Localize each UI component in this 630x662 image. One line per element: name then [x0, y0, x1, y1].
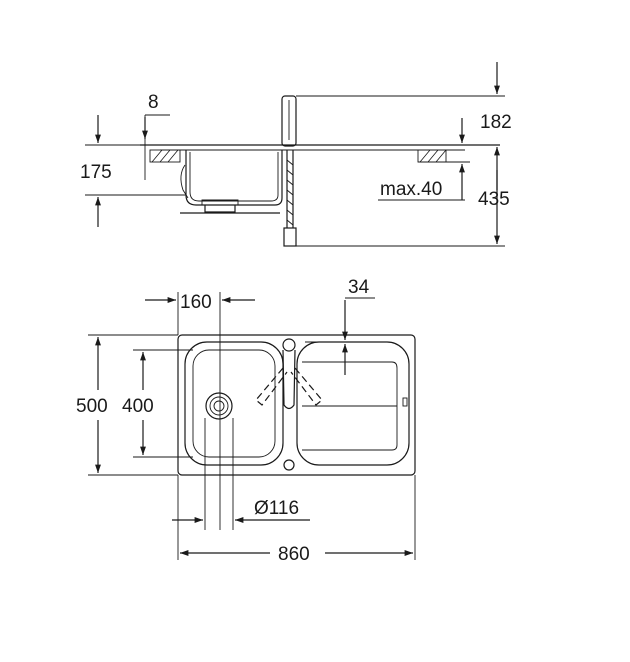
waste-outlet — [204, 205, 236, 213]
dim-435: 435 — [296, 170, 510, 247]
worktop-right-hatch — [417, 149, 447, 163]
dim-116: Ø116 — [172, 418, 310, 530]
label-160: 160 — [180, 292, 212, 313]
label-435: 435 — [478, 189, 510, 210]
label-max40: max.40 — [380, 179, 442, 200]
label-175: 175 — [80, 162, 112, 183]
left-bowl — [184, 341, 284, 466]
top-view: 160 34 500 400 — [76, 277, 416, 565]
dim-500: 500 — [76, 334, 178, 476]
dim-34: 34 — [305, 277, 375, 375]
worktop-left-hatch — [149, 149, 181, 163]
label-34: 34 — [348, 277, 370, 298]
dim-400: 400 — [122, 349, 193, 458]
right-drainer — [296, 341, 410, 466]
side-view: 8 175 182 max.40 435 — [80, 62, 512, 247]
label-182: 182 — [480, 112, 512, 133]
label-400: 400 — [122, 396, 154, 417]
bowl-profile — [185, 150, 283, 206]
label-116: Ø116 — [254, 498, 299, 519]
label-8: 8 — [148, 92, 159, 113]
faucet-side — [281, 95, 297, 247]
faucet-top — [282, 338, 296, 471]
dim-182: 182 — [296, 62, 512, 190]
drain-icon — [205, 392, 233, 420]
faucet-swing-right — [290, 367, 323, 406]
label-500: 500 — [76, 396, 108, 417]
faucet-swing-left — [255, 367, 288, 406]
dim-175: 175 — [80, 115, 186, 227]
dim-max40: max.40 — [378, 118, 470, 201]
label-860: 860 — [278, 544, 310, 565]
dim-8: 8 — [142, 92, 170, 180]
dim-160: 160 — [145, 292, 255, 530]
dim-860: 860 — [177, 475, 416, 565]
sink-outline — [177, 334, 416, 476]
